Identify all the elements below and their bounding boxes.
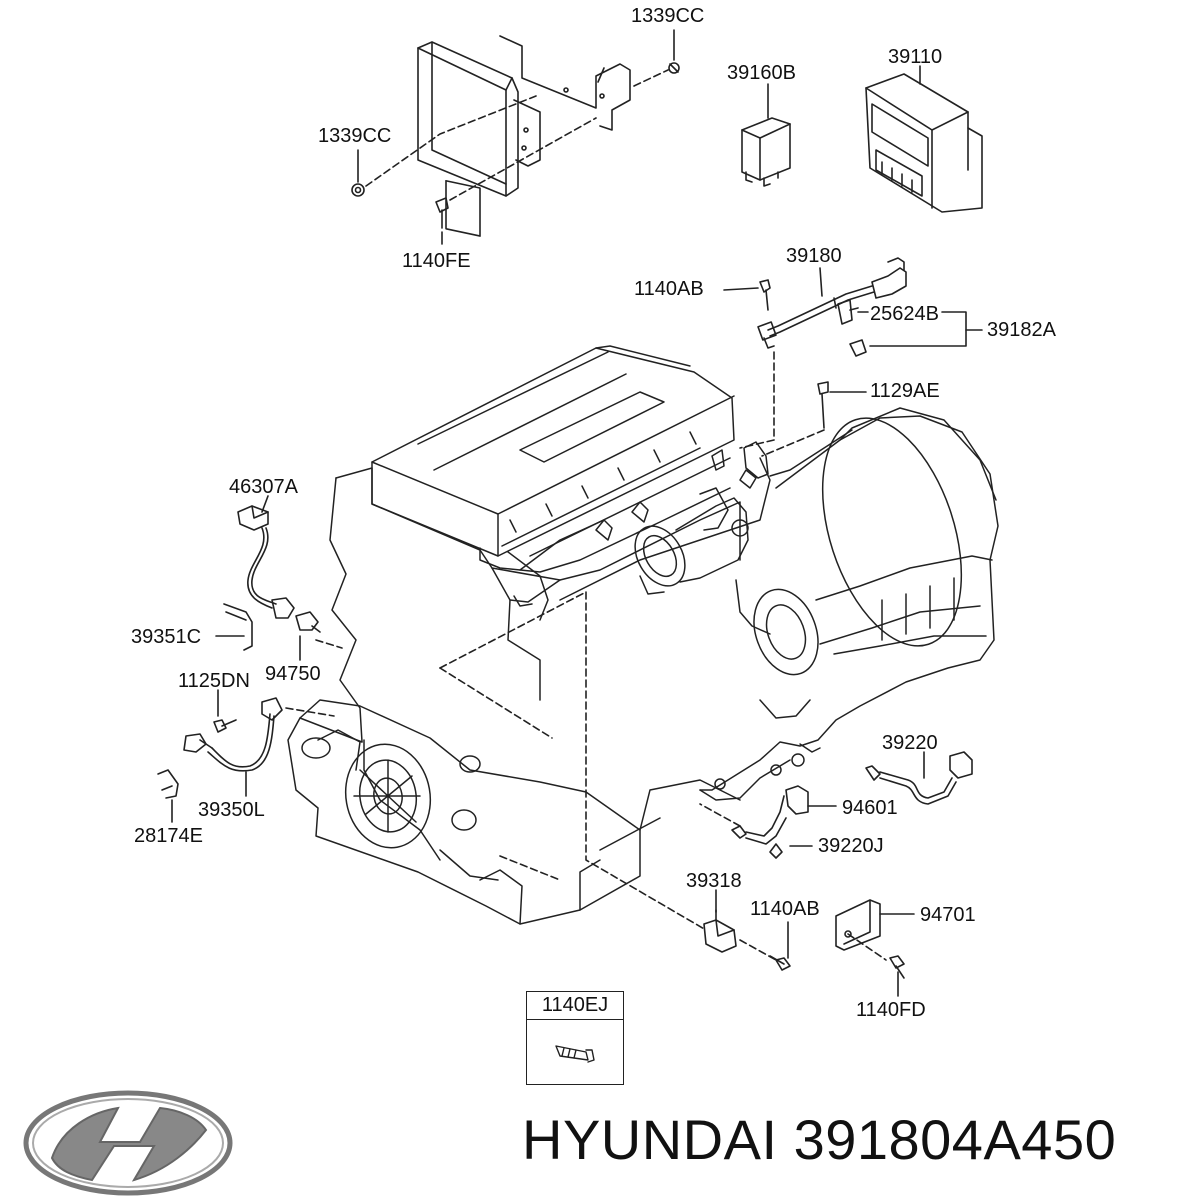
sensor-39220 [865, 751, 973, 805]
bolt-1129ae [817, 381, 829, 429]
brand-part-number: HYUNDAI 391804A450 [522, 1108, 1117, 1171]
transmission [699, 407, 999, 801]
label-39160b: 39160B [727, 62, 796, 84]
hyundai-logo [23, 1090, 233, 1196]
label-25624b: 25624B [870, 303, 939, 325]
label-39110: 39110 [888, 46, 943, 68]
label-1125dn: 1125DN [178, 670, 250, 692]
label-39180: 39180 [786, 245, 842, 267]
label-39182a: 39182A [987, 319, 1056, 341]
detail-box-1140ej: 1140EJ [526, 991, 624, 1085]
bracket-39351c [223, 603, 253, 651]
engine-block [287, 345, 771, 925]
label-39318: 39318 [686, 870, 742, 892]
ecm-39110 [865, 73, 983, 213]
sensor-94750 [295, 611, 321, 633]
clip-28174e [157, 769, 179, 799]
label-1140fe: 1140FE [402, 250, 471, 272]
sensor-46307a [237, 505, 295, 619]
label-1339cc-top: 1339CC [631, 5, 705, 27]
clip-25624b [837, 299, 859, 325]
bolt-1140fe [435, 197, 449, 229]
clip-39182a [849, 339, 867, 357]
label-1339cc-left: 1339CC [318, 125, 392, 147]
label-1129ae: 1129AE [870, 380, 940, 402]
bracket-94701 [835, 899, 881, 951]
nut-1339cc-top [668, 62, 680, 74]
bolt-1140ej [555, 1045, 595, 1063]
sensor-39350l [183, 697, 283, 772]
label-46307a: 46307A [229, 476, 298, 498]
knock-sensor-39180 [757, 257, 907, 349]
bolt-1140ab-top [759, 279, 771, 311]
label-1140ab-top: 1140AB [634, 278, 704, 300]
label-28174e: 28174E [134, 825, 203, 847]
label-39350l: 39350L [198, 799, 265, 821]
nut-1339cc-left [351, 183, 365, 197]
label-39220j: 39220J [818, 835, 884, 857]
label-1140fd: 1140FD [856, 999, 926, 1021]
bolt-1125dn [213, 719, 237, 733]
bolt-1140fd [889, 955, 905, 979]
label-94750: 94750 [265, 663, 321, 685]
bracket-94601 [785, 785, 809, 815]
ecu-bracket-assembly [417, 35, 631, 237]
label-39220: 39220 [882, 732, 938, 754]
detail-box-label: 1140EJ [527, 992, 623, 1020]
sensor-39318 [703, 909, 737, 953]
sensor-39220j [731, 795, 787, 859]
label-94701: 94701 [920, 904, 976, 926]
label-1140ab-bottom: 1140AB [750, 898, 820, 920]
label-94601: 94601 [842, 797, 898, 819]
label-39351c: 39351C [131, 626, 202, 648]
relay-39160b [741, 117, 791, 187]
